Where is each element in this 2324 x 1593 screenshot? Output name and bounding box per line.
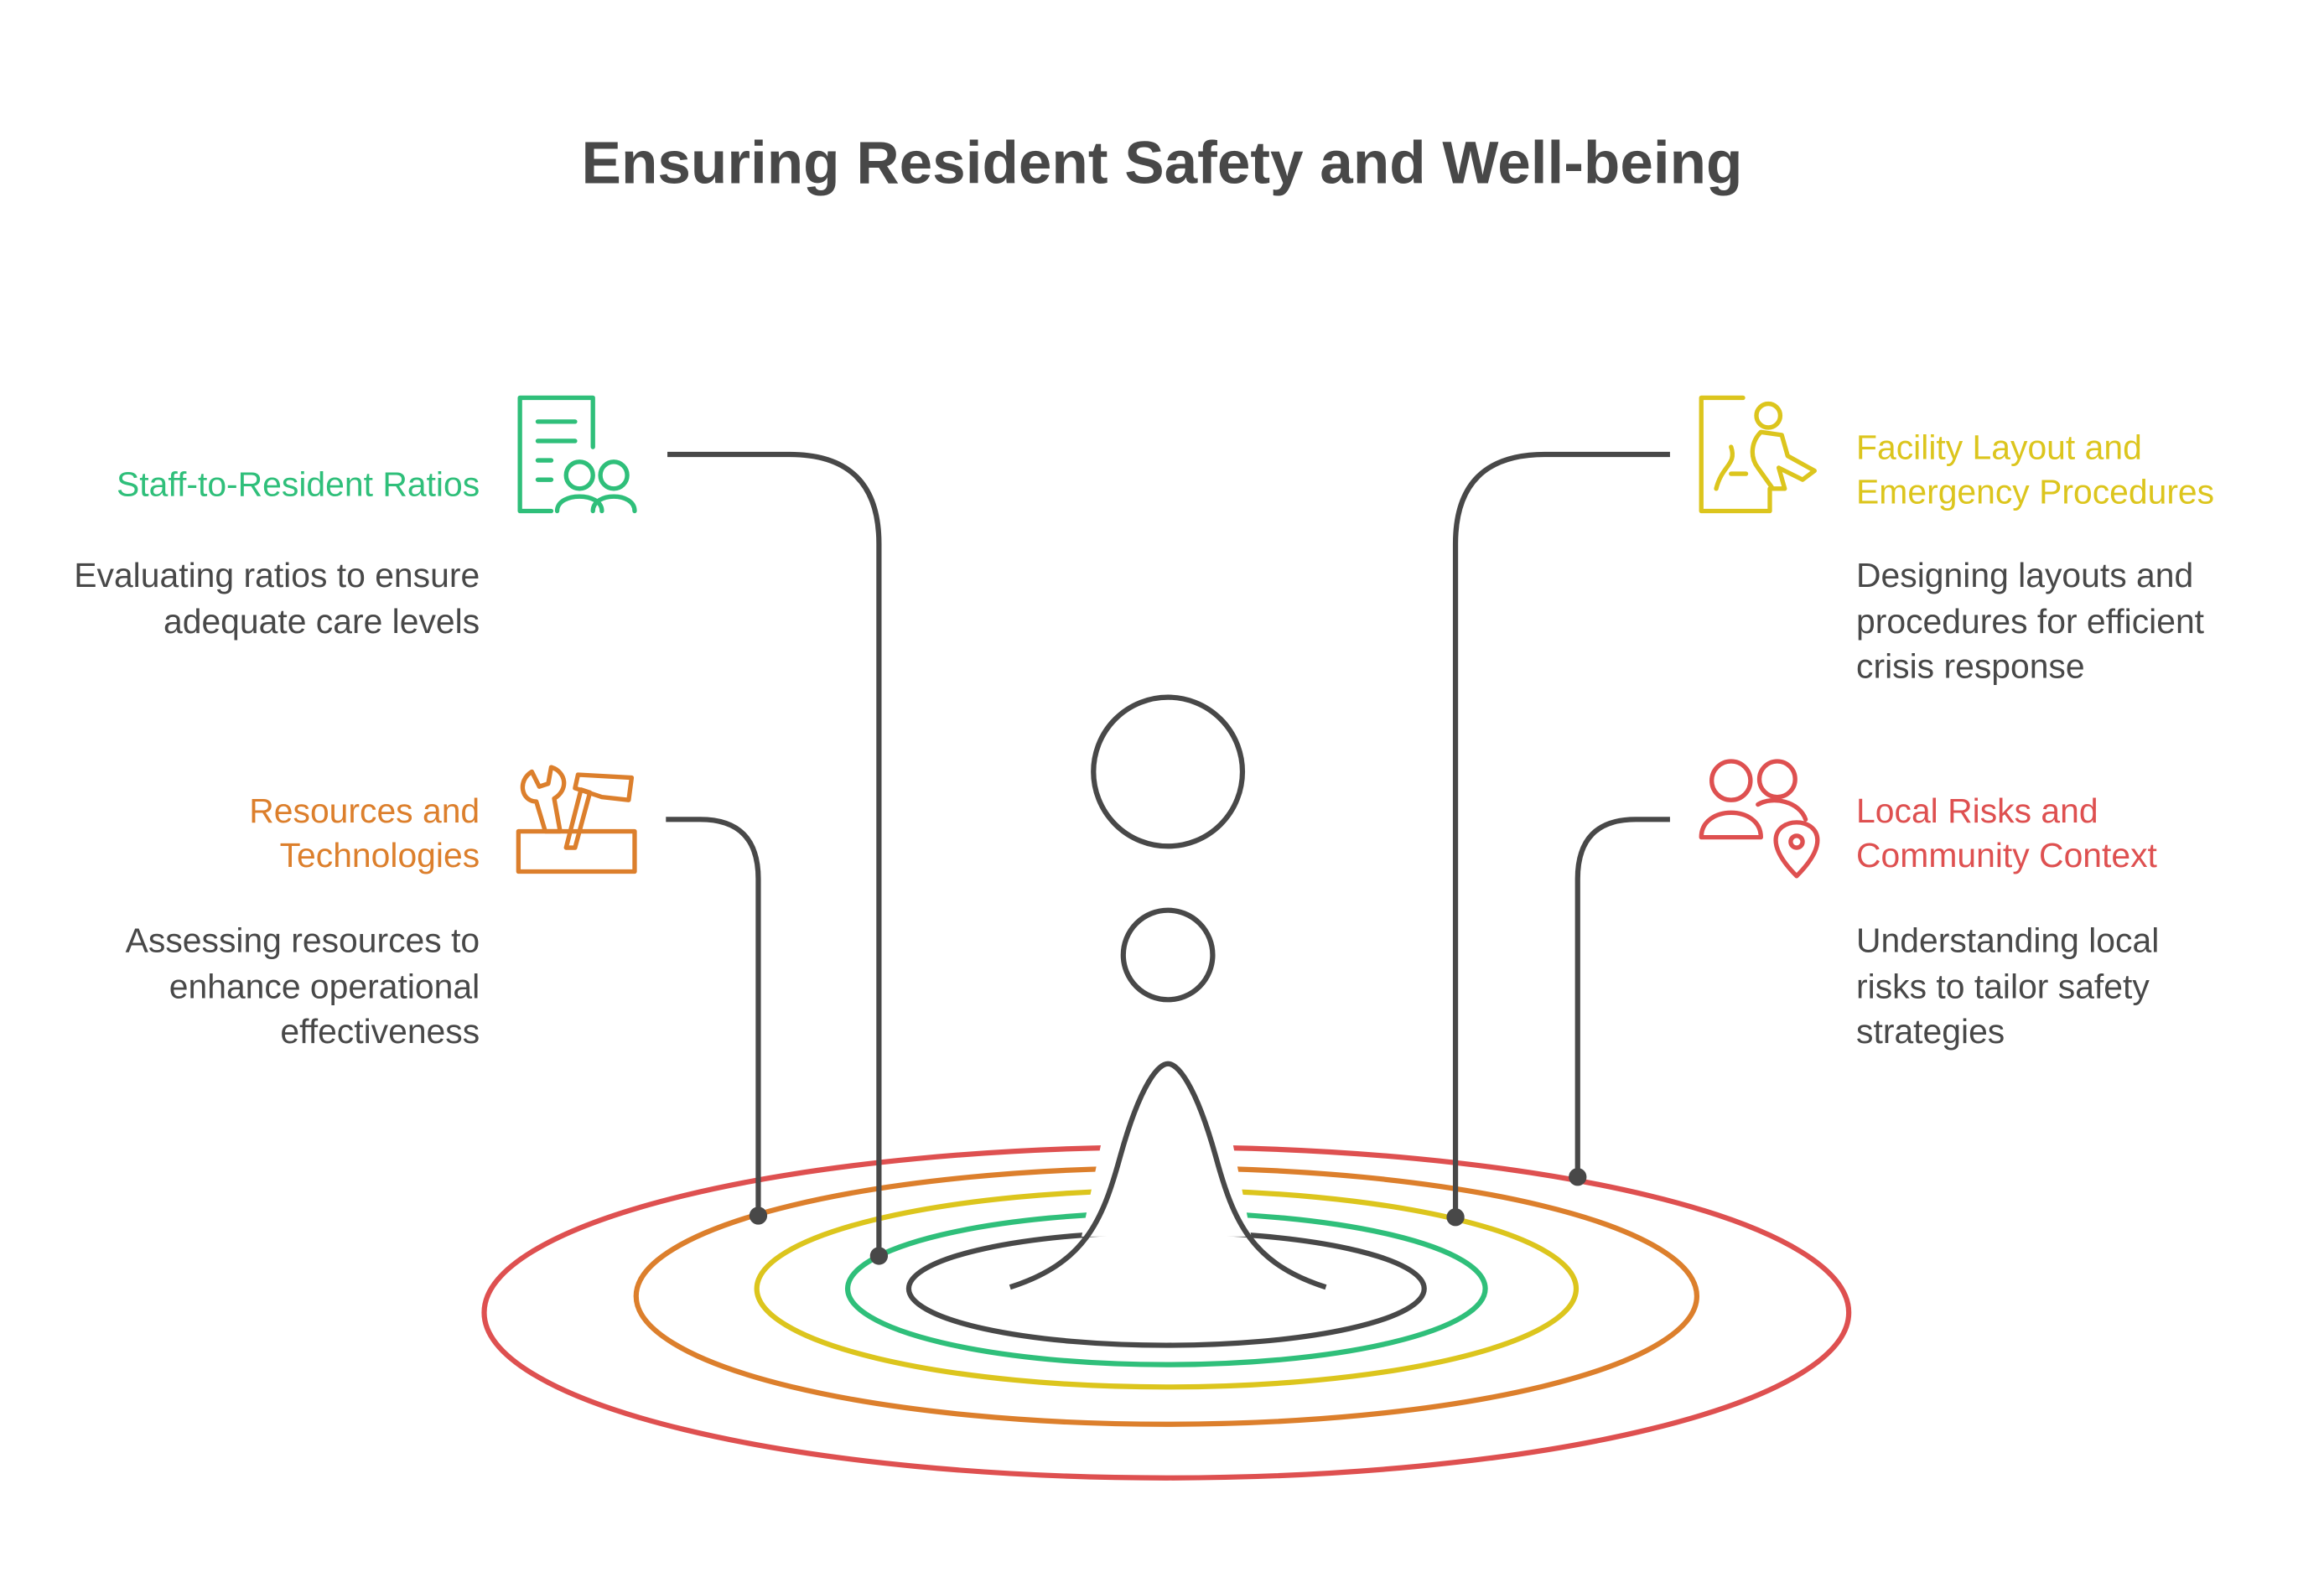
facility-heading: Facility Layout and Emergency Procedures	[1856, 427, 2215, 511]
local-risks-heading: Local Risks and Community Context	[1856, 791, 2157, 875]
staff-ratios-heading: Staff-to-Resident Ratios	[117, 464, 480, 504]
staff-document-people-icon	[517, 395, 637, 514]
resources-heading: Resources and Technologies	[249, 791, 480, 875]
droplet-large	[1091, 694, 1246, 849]
community-location-icon	[1699, 759, 1820, 879]
connector-dot-facility	[1446, 1208, 1465, 1227]
connector-facility	[1452, 451, 1670, 1217]
page-title: Ensuring Resident Safety and Well-being	[581, 131, 1743, 197]
connector-dot-local-risks	[1569, 1168, 1587, 1186]
connector-dot-resources	[749, 1206, 768, 1225]
connector-local-risks	[1574, 817, 1670, 1177]
staff-ratios-description: Evaluating ratios to ensure adequate car…	[74, 555, 480, 641]
connector-dot-staff	[869, 1247, 889, 1265]
facility-description: Designing layouts and procedures for eff…	[1856, 555, 2205, 686]
droplet-small	[1120, 907, 1216, 1003]
connector-resources	[666, 817, 761, 1216]
ring-center	[905, 1229, 1427, 1348]
connector-staff	[667, 451, 882, 1256]
splash-peak	[1009, 1061, 1327, 1290]
evacuation-map-icon	[1699, 395, 1817, 514]
toolbox-icon	[516, 765, 637, 874]
resources-description: Assessing resources to enhance operation…	[125, 921, 480, 1051]
local-risks-description: Understanding local risks to tailor safe…	[1856, 921, 2160, 1051]
